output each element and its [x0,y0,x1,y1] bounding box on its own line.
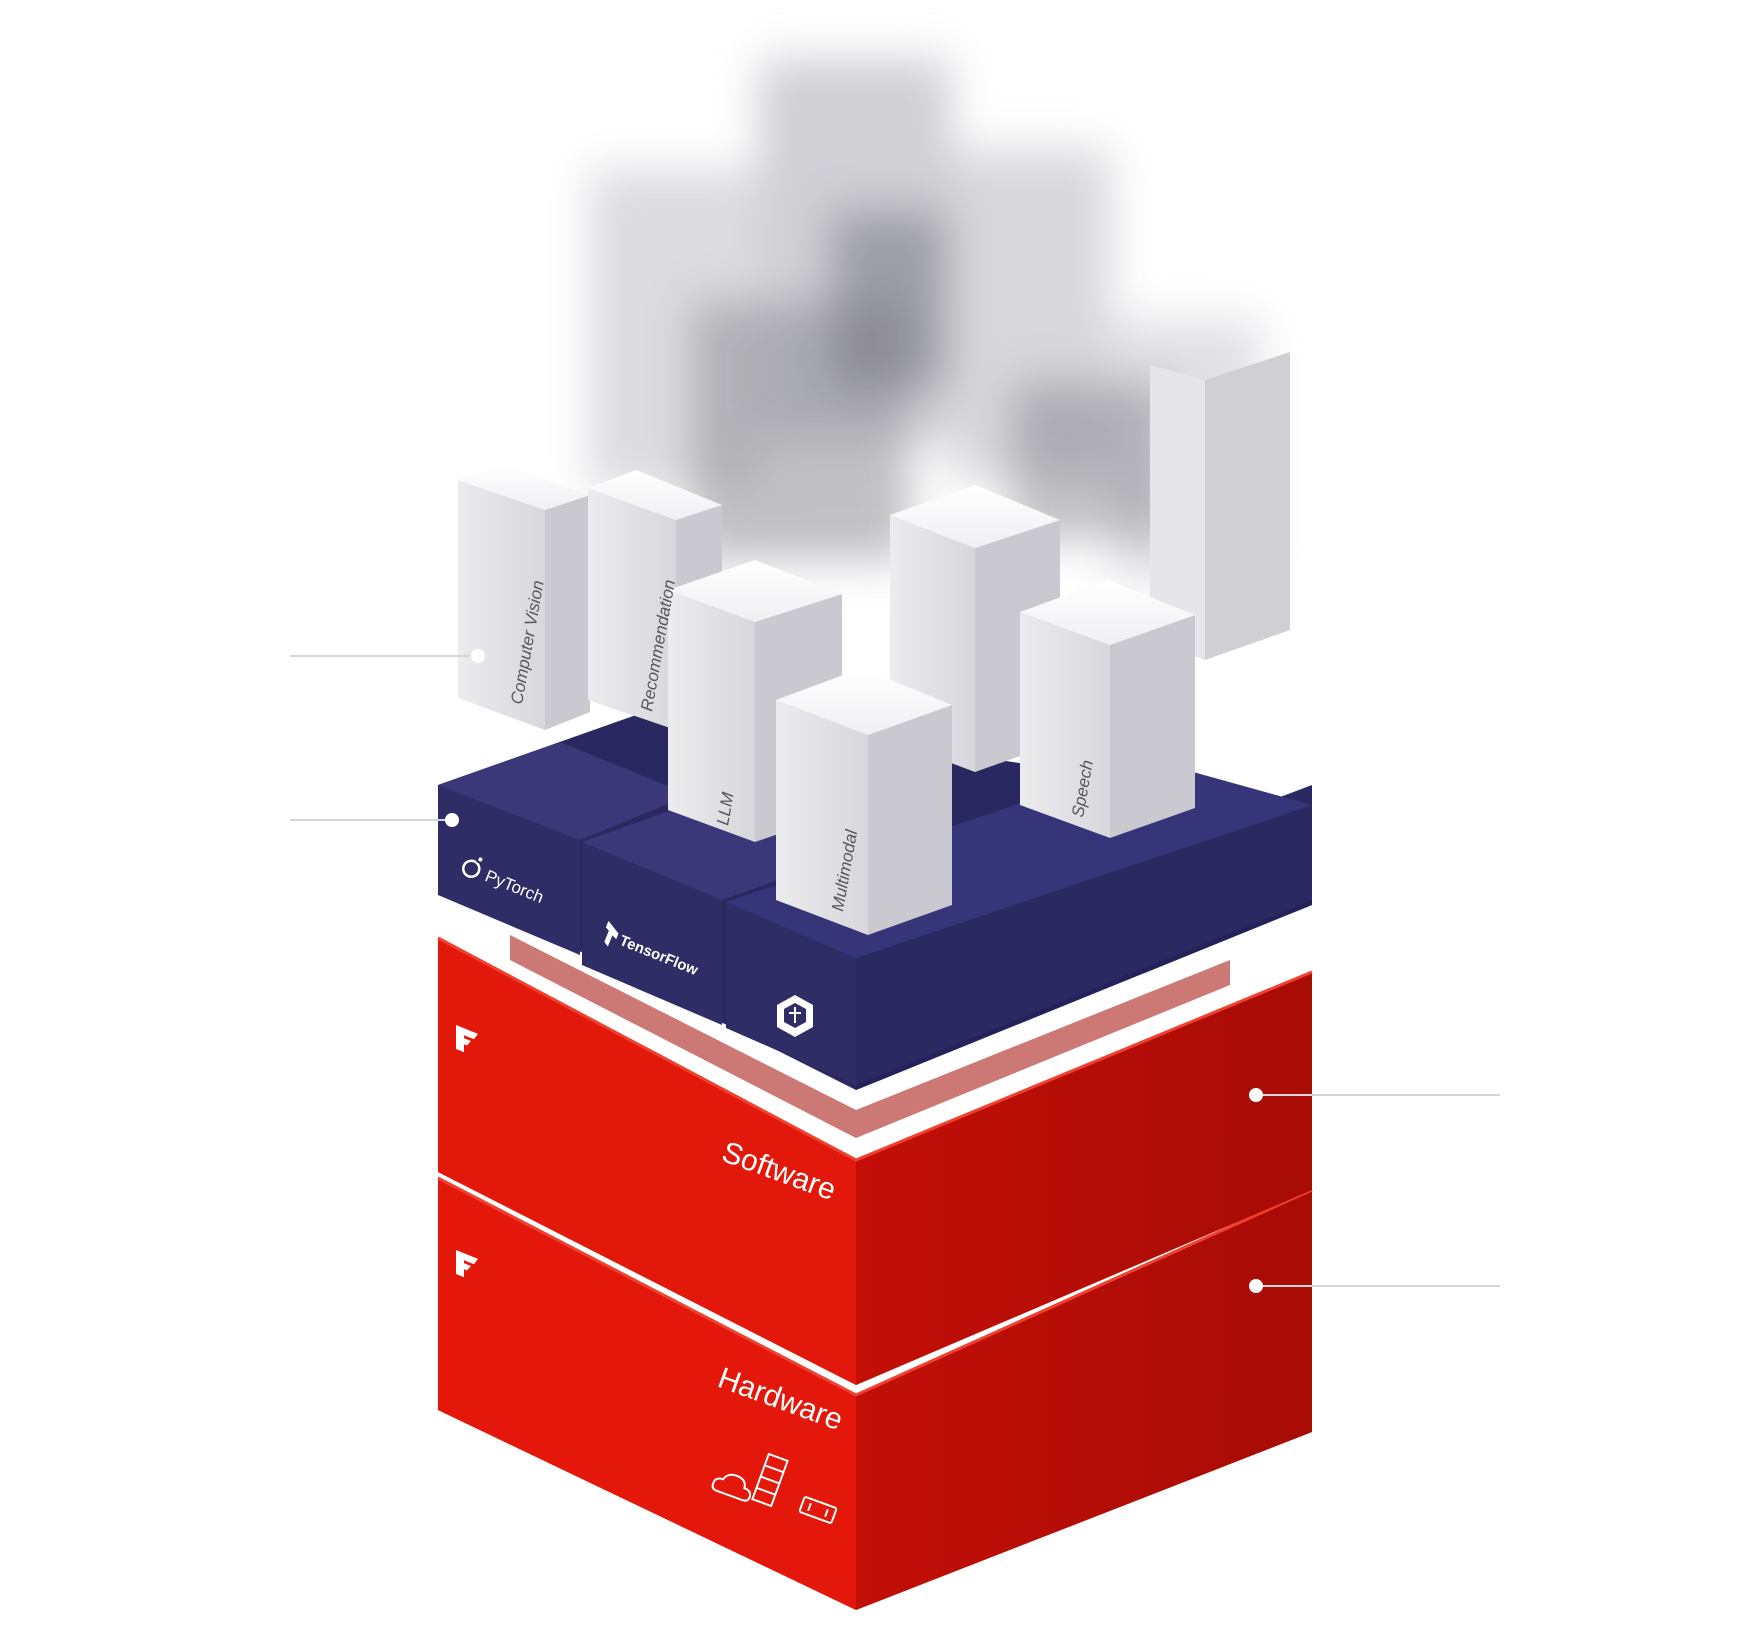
block-right-back [1150,352,1290,660]
blurred-upper-blocks [590,60,1260,580]
server-rack-icon [751,1452,789,1508]
cube-framework-icon [777,995,813,1037]
workload-blocks [458,352,1290,935]
block-multimodal [776,668,952,935]
software-layer [437,935,1313,1385]
cloud-icon [711,1473,752,1502]
hardware-layer [437,1176,1313,1610]
device-card-icon [798,1496,838,1524]
callout-leaders [290,649,1500,1293]
tensorflow-logo-icon [604,920,619,947]
block-speech [1020,580,1195,838]
brand-logo-icon-hardware [456,1250,478,1278]
brand-logo-icon [456,1025,478,1053]
pytorch-flame-icon [462,856,484,878]
block-computer-vision [458,465,590,730]
